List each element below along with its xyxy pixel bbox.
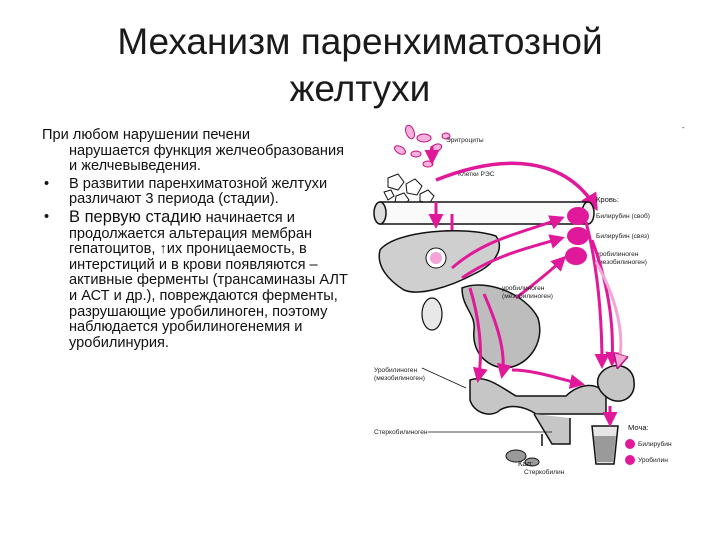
gallbladder-illustration [421,297,443,331]
slide-title: Механизм паренхиматозной желтухи [0,18,720,112]
label-res-cells: Клетки РЭС [458,171,495,178]
bullet-item-periods: • В развитии паренхиматозной желтухи раз… [36,175,354,208]
jaundice-mechanism-diagram: Эритроциты Клетки РЭС [373,123,685,476]
corner-mark: - [682,123,685,132]
label-erythrocytes: Эритроциты [446,137,484,144]
label-stercobilinogen: Стеркобилиноген [374,428,428,436]
arrow-duodenum-to-intestine [482,293,512,379]
label-feces-1: Кал: [518,459,533,468]
bullet-text: В развитии паренхиматозной желтухи разли… [69,175,328,208]
feces-illustration [505,449,540,467]
arrow-duodenum-to-blood [515,255,567,300]
label-urobilinogen-mid-1: уробилиноген [502,284,545,292]
arrow-blood-to-kidney-2 [590,239,621,367]
intro-first-line: При любом нарушении печени [42,127,250,143]
intestine-illustration [469,377,607,415]
urine-bilirubin-marker [625,439,635,449]
urine-urobilin-marker [625,455,635,465]
erythrocyte-cells [394,124,451,168]
res-cells [383,173,435,207]
label-urobilinogen-low-1: Уробилиноген [374,366,417,374]
label-urine-urobilin: Уробилин [638,456,668,464]
label-urine-bilirubin: Билирубин [638,440,672,448]
label-bilirubin-free: Билирубин (своб) [596,212,650,220]
arrow-liver-to-blood-1 [451,215,565,270]
bullet-text: начинается и продолжается альтерация мем… [69,209,348,351]
bullet-marker: • [44,175,50,192]
arrow-blood-to-kidney-3 [594,261,621,366]
leader-urobilinogen-low [421,367,467,389]
label-feces-2: Стеркобилин [524,468,565,476]
label-urobilinogen-low-2: (мезобилиноген) [374,374,425,382]
rectum-illustration [533,413,571,445]
arrow-bile-to-intestine [468,287,488,383]
slide-body-text: При любом нарушении печени нарушается фу… [36,127,354,351]
label-urobilinogen-mid-2: (мезобилиноген) [502,292,553,300]
arrow-intestine-to-kidney [511,368,585,389]
urine-glass [591,425,619,465]
hepatocyte-cluster [425,247,447,269]
blood-vessel [373,201,595,225]
bullet-marker: • [44,208,50,225]
bullet-item-first-stage: • В первую стадию начинается и продолжае… [36,207,354,351]
title-line-1: Механизм паренхиматозной [117,21,603,62]
bullet-lead-text: В первую стадию [69,207,202,226]
intro-paragraph: При любом нарушении печени нарушается фу… [36,127,354,175]
blood-pigment-markers [565,207,589,265]
label-blood: Кровь: [596,195,619,204]
label-bilirubin-bound: Билирубин (связ) [596,232,649,240]
label-urine: Моча: [628,423,649,432]
arrow-res-to-blood [435,161,598,211]
hepatocyte-core [430,252,442,264]
label-urobilinogen-blood-2: (мезобилиноген) [596,258,647,266]
label-urobilinogen-blood-1: уробилиноген [596,250,639,258]
title-line-2: желтухи [289,68,431,109]
arrow-blood-to-kidney-1 [584,221,610,369]
arrow-liver-to-blood-2 [461,234,565,280]
intro-continuation: нарушается функция желчеобразования и же… [69,142,345,175]
